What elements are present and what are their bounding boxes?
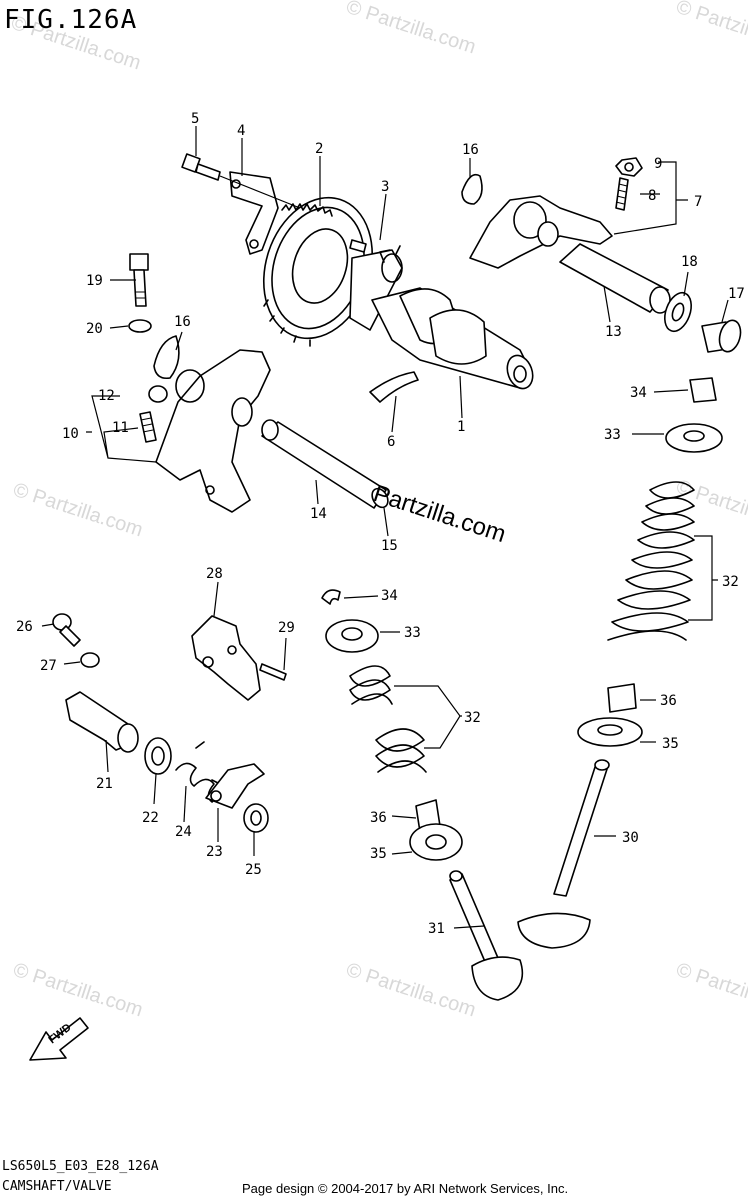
callout-10: 10 — [62, 426, 79, 442]
callout-7: 7 — [694, 194, 702, 210]
callout-29: 29 — [278, 620, 295, 636]
callout-36-left: 36 — [370, 810, 387, 826]
camshaft-retainer — [369, 371, 419, 403]
spring-retainer-left — [325, 619, 379, 653]
adjusting-screw-lower — [139, 411, 157, 443]
callout-9: 9 — [654, 156, 662, 172]
callout-27: 27 — [40, 658, 57, 674]
valve-30 — [517, 759, 610, 949]
bolt-19 — [129, 253, 149, 307]
lock-nut-hole — [624, 162, 634, 172]
camshaft — [349, 245, 534, 390]
callout-12: 12 — [98, 388, 115, 404]
watermark: © Partzilla.com — [673, 959, 748, 1022]
callout-16-lower: 16 — [174, 314, 191, 330]
callout-3: 3 — [381, 179, 389, 195]
callout-30: 30 — [622, 830, 639, 846]
decomp-lever — [205, 763, 265, 809]
callout-14: 14 — [310, 506, 327, 522]
callout-33-left: 33 — [404, 625, 421, 641]
callout-34-right: 34 — [630, 385, 647, 401]
callout-25: 25 — [245, 862, 262, 878]
adjusting-screw-upper — [615, 177, 629, 211]
callout-18: 18 — [681, 254, 698, 270]
callout-6: 6 — [387, 434, 395, 450]
spring-seat-left — [409, 823, 463, 861]
shaft-plug — [701, 319, 742, 353]
washer-20 — [128, 319, 152, 333]
rocker-shaft-upper — [559, 243, 671, 314]
decomp-shaft — [65, 691, 139, 753]
figure-subtitle: CAMSHAFT/VALVE — [2, 1179, 112, 1194]
callout-16-upper: 16 — [462, 142, 479, 158]
page-credit: Page design © 2004-2017 by ARI Network S… — [242, 1181, 568, 1196]
rocker-arm-lower — [155, 349, 271, 513]
callout-35-right: 35 — [662, 736, 679, 752]
callout-2: 2 — [315, 141, 323, 157]
watermark: © Partzilla.com — [10, 959, 145, 1022]
callout-32-right: 32 — [722, 574, 739, 590]
lock-nut-lower — [148, 385, 168, 403]
watermark: © Partzilla.com — [10, 479, 145, 542]
rocker-arm-upper — [469, 195, 613, 269]
callout-21: 21 — [96, 776, 113, 792]
bolt-26 — [52, 613, 81, 647]
leader-lines — [41, 126, 729, 929]
decomp-bushing — [144, 737, 172, 775]
callout-22: 22 — [142, 810, 159, 826]
callouts: 1 2 3 4 5 6 7 8 9 10 11 12 13 14 15 16 1… — [16, 111, 745, 937]
callout-23: 23 — [206, 844, 223, 860]
watermark: © Partzilla.com — [343, 0, 478, 58]
watermark: © Partzilla.com — [673, 476, 748, 539]
watermarks: © Partzilla.com © Partzilla.com © Partzi… — [8, 0, 748, 1021]
assembly-line — [219, 175, 301, 209]
dowel-pin — [349, 239, 367, 253]
callout-13: 13 — [605, 324, 622, 340]
callout-34-left: 34 — [381, 588, 398, 604]
callout-20: 20 — [86, 321, 103, 337]
spring-seat-right — [577, 717, 643, 747]
screw-29 — [259, 663, 287, 681]
sprocket-bolt — [181, 153, 221, 181]
callout-36-right: 36 — [660, 693, 677, 709]
rocker-shaft-lower — [261, 419, 389, 509]
callout-1: 1 — [457, 419, 465, 435]
valve-spring-right — [607, 481, 695, 641]
valve-31 — [449, 870, 524, 1001]
callout-35-left: 35 — [370, 846, 387, 862]
valve-cotter-left — [321, 589, 341, 605]
decomp-nut — [243, 803, 269, 833]
washer-27 — [80, 652, 100, 668]
watermark: © Partzilla.com — [343, 959, 478, 1022]
callout-26: 26 — [16, 619, 33, 635]
callout-31: 31 — [428, 921, 445, 937]
fwd-arrow-icon: FWD — [29, 1017, 89, 1061]
decomp-cam-bracket — [191, 615, 261, 701]
callout-8: 8 — [648, 188, 656, 204]
callout-32-left: 32 — [464, 710, 481, 726]
sprocket-bolt-plate — [229, 171, 279, 255]
callout-5: 5 — [191, 111, 199, 127]
callout-15: 15 — [381, 538, 398, 554]
figure-title: FIG.126A — [4, 5, 137, 35]
washer-18 — [664, 291, 692, 333]
callout-19: 19 — [86, 273, 103, 289]
callout-33-right: 33 — [604, 427, 621, 443]
callout-11: 11 — [112, 420, 129, 436]
watermark: © Partzilla.com — [673, 0, 748, 58]
valve-cotter-right — [689, 377, 717, 403]
o-ring-lower — [153, 335, 180, 380]
callout-17: 17 — [728, 286, 745, 302]
figure-code: LS650L5_E03_E28_126A — [2, 1159, 159, 1174]
lock-nut-upper — [615, 157, 643, 177]
callout-28: 28 — [206, 566, 223, 582]
spring-retainer-right — [665, 423, 723, 453]
callout-24: 24 — [175, 824, 192, 840]
valve-spring-left — [349, 665, 427, 773]
valve-stem-seal-right — [607, 683, 637, 713]
o-ring-upper — [461, 173, 483, 205]
callout-4: 4 — [237, 123, 245, 139]
